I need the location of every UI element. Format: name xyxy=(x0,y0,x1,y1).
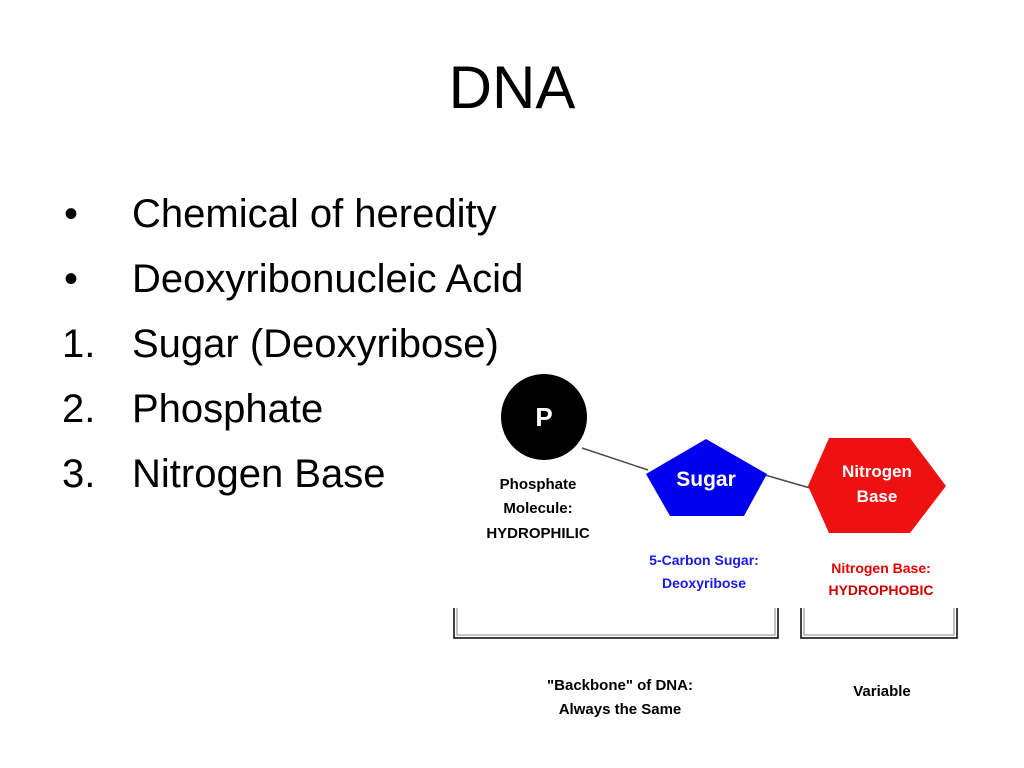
variable-label: Variable xyxy=(853,683,911,700)
slide-title: DNA xyxy=(448,54,576,121)
phosphate-caption-line1: Phosphate xyxy=(500,476,577,493)
nitrogen-base-caption-line1: Nitrogen Base: xyxy=(831,560,931,576)
nitrogen-base-label-line1: Nitrogen xyxy=(842,462,912,481)
nitrogen-base-label-line2: Base xyxy=(857,487,898,506)
variable-bracket-inner xyxy=(803,608,955,636)
backbone-bracket xyxy=(453,608,779,639)
variable-bracket xyxy=(800,608,958,639)
list-item-text: Sugar (Deoxyribose) xyxy=(132,322,499,366)
bullet-marker: • xyxy=(64,257,79,301)
phosphate-caption-line2: Molecule: xyxy=(503,500,572,517)
list-item-text: Deoxyribonucleic Acid xyxy=(132,257,524,301)
list-item-text: Nitrogen Base xyxy=(132,452,386,496)
sugar-caption-line1: 5-Carbon Sugar: xyxy=(649,552,759,568)
sugar-base-bond xyxy=(764,474,811,489)
list-item: 2. Phosphate xyxy=(62,385,523,450)
list-item: 1. Sugar (Deoxyribose) xyxy=(62,320,523,385)
list-item: 3. Nitrogen Base xyxy=(62,450,523,515)
list-item: • Chemical of heredity xyxy=(62,190,523,255)
phosphate-circle xyxy=(501,374,587,460)
bullet-list: • Chemical of heredity • Deoxyribonuclei… xyxy=(62,190,523,515)
phosphate-caption-line3: HYDROPHILIC xyxy=(486,525,590,542)
nitrogen-base-caption-line2: HYDROPHOBIC xyxy=(828,582,933,598)
list-item: • Deoxyribonucleic Acid xyxy=(62,255,523,320)
nucleotide-diagram: P Phosphate Molecule: HYDROPHILIC Sugar … xyxy=(453,374,958,718)
sugar-label: Sugar xyxy=(676,468,736,491)
number-marker: 2. xyxy=(62,387,96,431)
number-marker: 3. xyxy=(62,452,96,496)
phosphate-symbol: P xyxy=(535,402,552,432)
backbone-label-line1: "Backbone" of DNA: xyxy=(547,677,693,694)
sugar-caption-line2: Deoxyribose xyxy=(662,575,746,591)
phosphate-sugar-bond xyxy=(581,447,649,471)
sugar-pentagon xyxy=(646,439,767,516)
number-marker: 1. xyxy=(62,322,96,366)
backbone-bracket-inner xyxy=(456,608,776,636)
backbone-label-line2: Always the Same xyxy=(559,701,682,718)
bullet-marker: • xyxy=(64,192,79,236)
list-item-text: Phosphate xyxy=(132,387,324,431)
list-item-text: Chemical of heredity xyxy=(132,192,497,236)
nitrogen-base-hexagon xyxy=(808,438,946,533)
